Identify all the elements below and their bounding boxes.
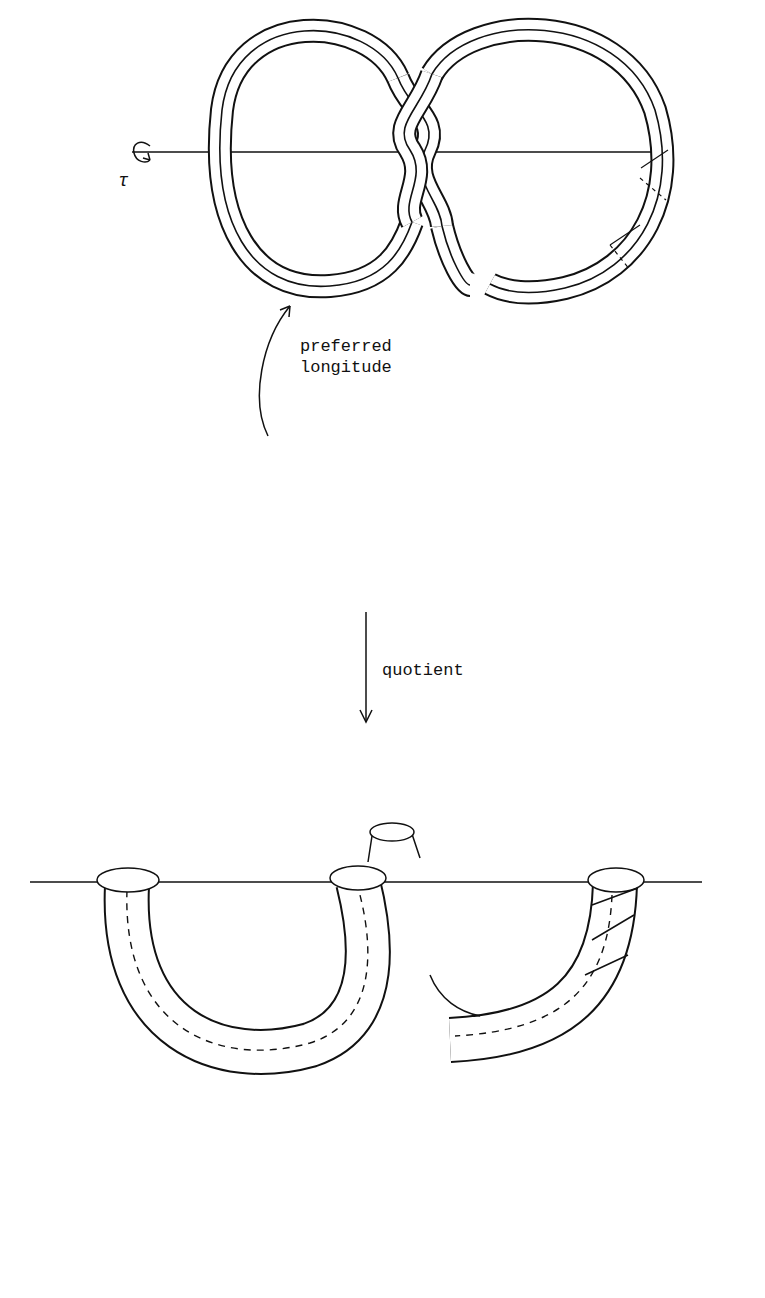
leader-arrow (259, 306, 290, 436)
knot-band (220, 30, 663, 293)
quotient-arrow (365, 612, 367, 722)
quotient-tubes (97, 823, 644, 1052)
meridian-strip (610, 150, 668, 270)
rotation-symbol (134, 142, 150, 162)
leader-label: preferred longitude (300, 336, 410, 379)
map-label: quotient (382, 660, 464, 681)
rotation-label: τ (118, 170, 129, 193)
leader-arrowhead (280, 306, 290, 317)
quotient-arrowhead (360, 710, 372, 722)
rotation-arrowhead (143, 153, 150, 160)
